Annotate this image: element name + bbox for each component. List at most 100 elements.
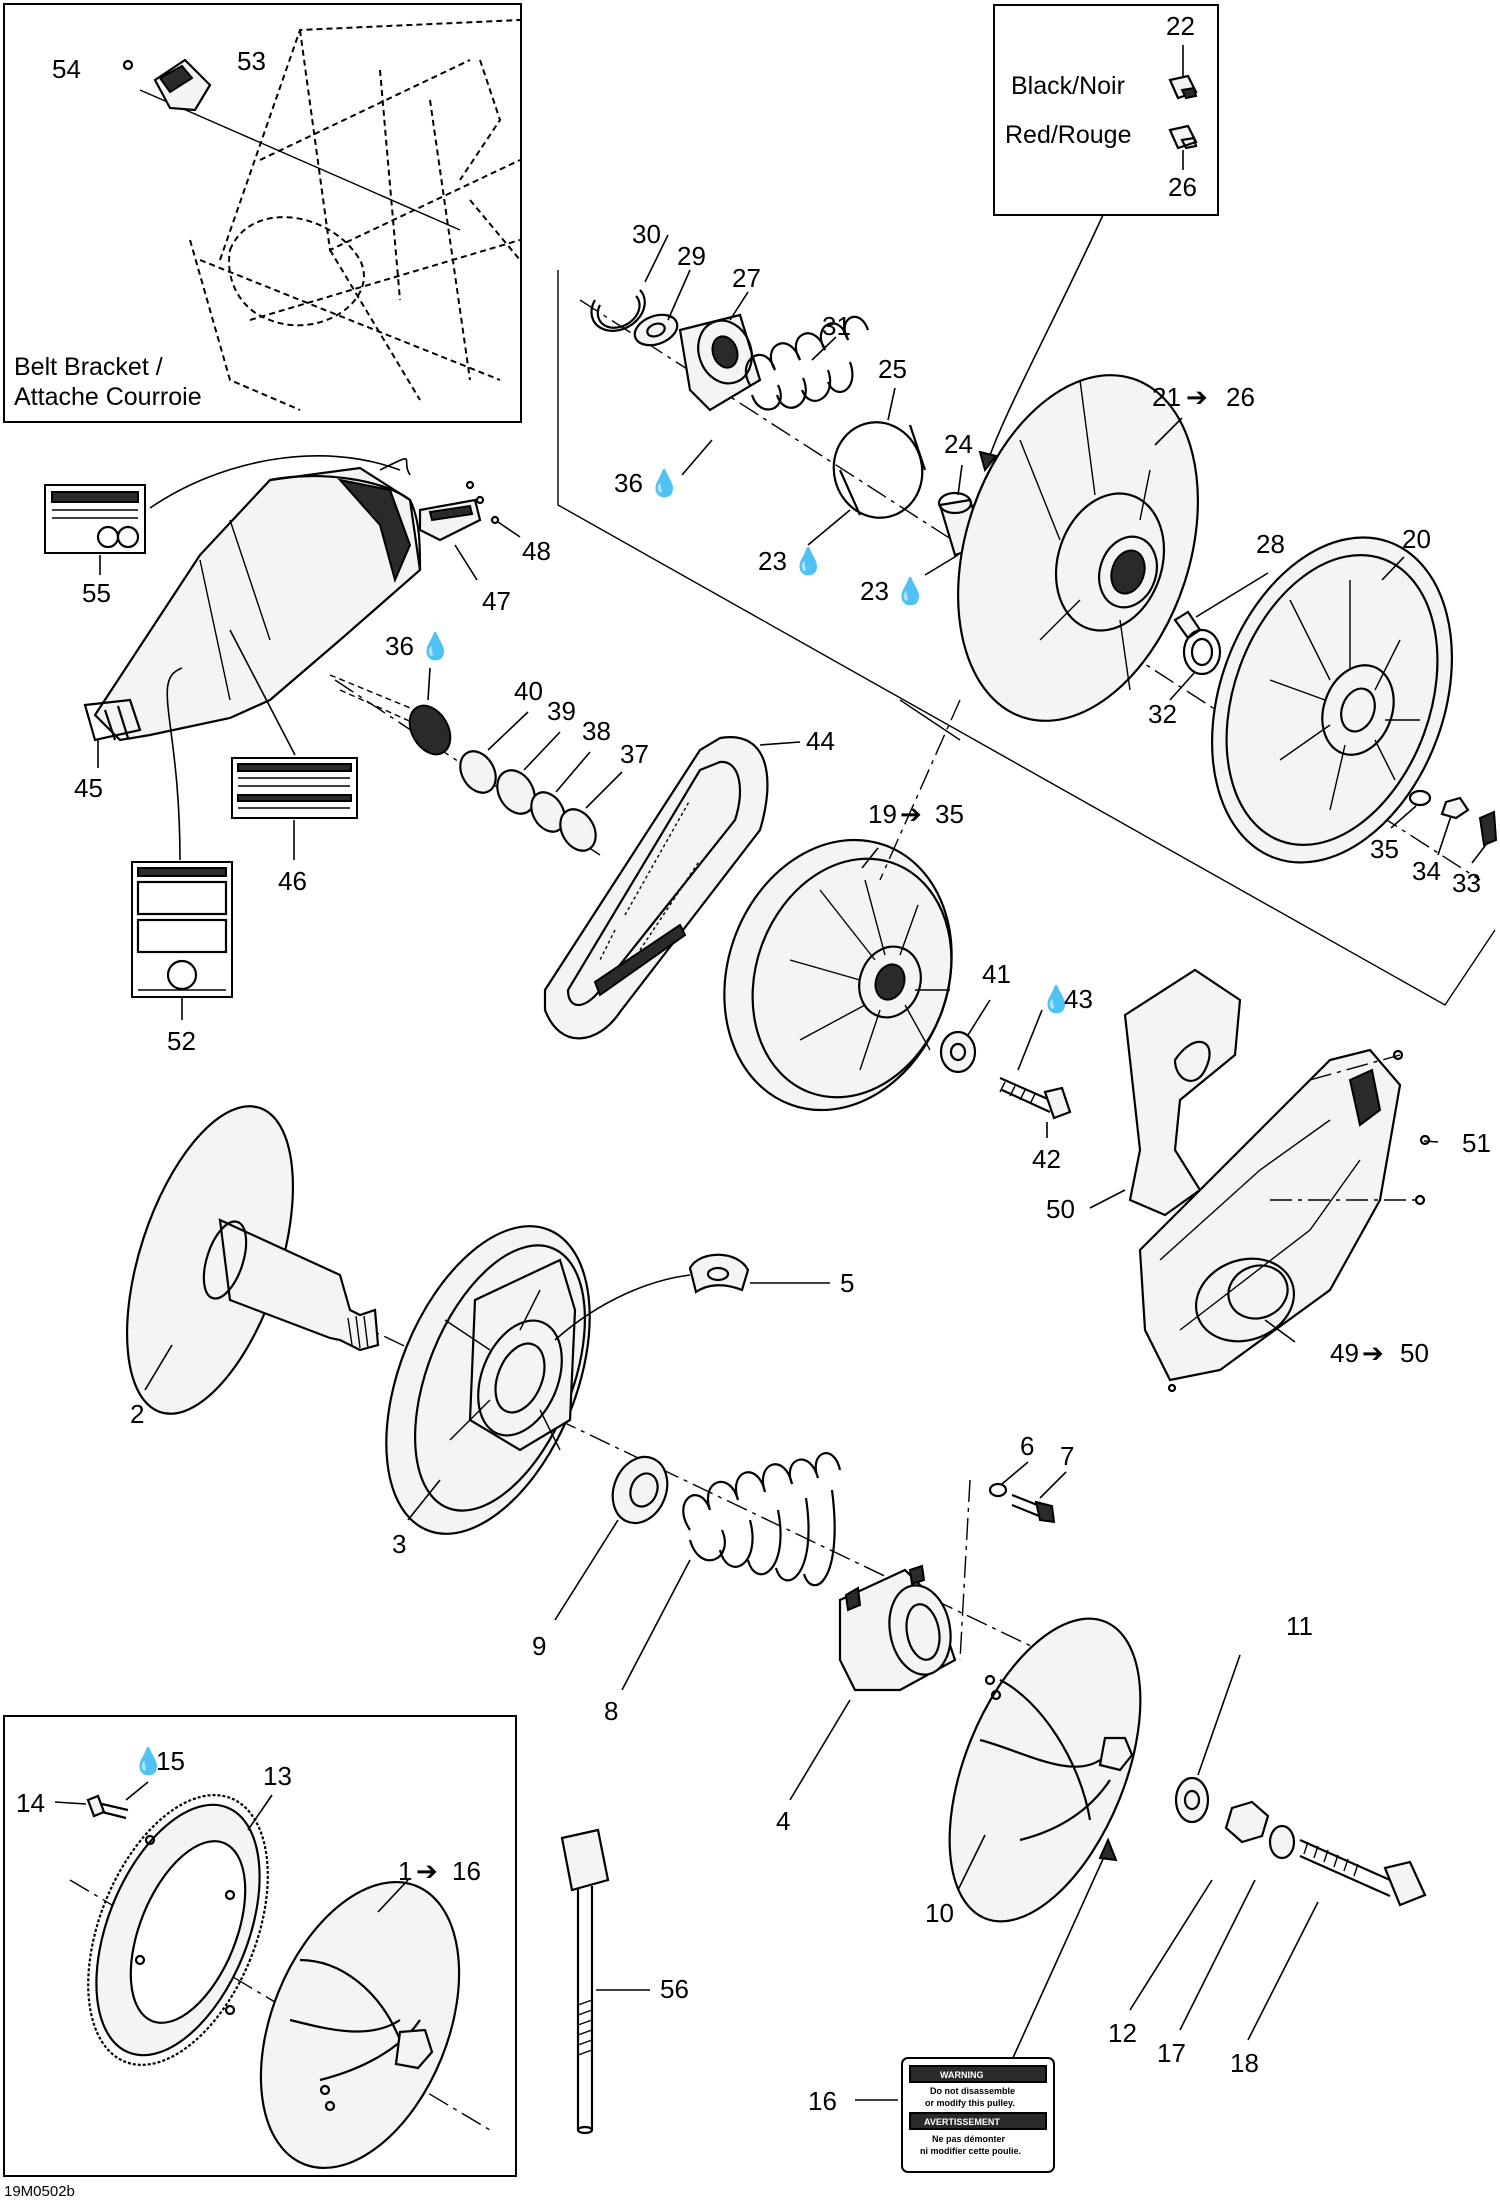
callout-56: 56 <box>660 1974 689 2004</box>
callout-12: 12 <box>1108 2018 1137 2048</box>
movable-sheave-3 <box>385 1225 591 1535</box>
callout-9: 9 <box>532 1631 546 1661</box>
drive-inset-frame <box>3 1715 517 2177</box>
plate-9 <box>611 1455 669 1525</box>
pulley-19-axis <box>879 699 961 881</box>
screw-48a <box>465 480 475 490</box>
callout-40: 40 <box>514 676 543 706</box>
leader-38 <box>555 751 591 793</box>
inset-caption-line-2: Attache Courroie <box>14 383 202 411</box>
leader-20 <box>1381 556 1405 581</box>
leader-16-arrow <box>1011 1847 1109 2061</box>
screw-33 <box>1478 810 1498 847</box>
belt-guard-group <box>44 455 521 1020</box>
clip-47 <box>418 498 482 542</box>
callout-7: 7 <box>1060 1441 1074 1471</box>
red-weight-icon <box>1168 124 1198 150</box>
color-code-box: Black/Noir Red/Rouge 22 26 <box>993 4 1219 216</box>
belt-bracket-part <box>153 58 212 112</box>
screw-51a <box>1392 1049 1404 1061</box>
leader-40 <box>487 711 529 751</box>
arrow-icon-21: ➔ <box>1186 382 1208 412</box>
callout-21: 21 <box>1152 382 1181 412</box>
cvt-cover-49 <box>1138 1048 1402 1382</box>
belt-bracket-line <box>139 89 461 231</box>
washer-32 <box>1182 628 1222 676</box>
drop-icon-15: 💧 <box>132 1746 164 1776</box>
callout-52: 52 <box>167 1026 196 1056</box>
warning-title: WARNING <box>940 2070 984 2080</box>
drive-belt-44 <box>543 736 769 1040</box>
movable-sheave-20 <box>1210 536 1454 864</box>
warning-text-1: Do not disassemble <box>930 2086 1015 2096</box>
driven-group-bracket <box>899 699 961 741</box>
callout-35: 35 <box>1370 834 1399 864</box>
callout-4: 4 <box>776 1806 790 1836</box>
callout-38: 38 <box>582 716 611 746</box>
avert-text-2: ni modifier cette poulie. <box>920 2146 1021 2156</box>
callout-41: 41 <box>982 959 1011 989</box>
leader-46-long <box>229 629 296 756</box>
drive-pulley-group <box>125 1105 1427 2061</box>
callout-5: 5 <box>840 1268 854 1298</box>
leader-14 <box>54 1801 87 1805</box>
leader-23a <box>807 509 851 546</box>
callout-8: 8 <box>604 1696 618 1726</box>
leader-49 <box>1264 1319 1296 1343</box>
callout-36-shaft: 36 <box>385 631 414 661</box>
callout-32: 32 <box>1148 699 1177 729</box>
driven-pulley-group <box>557 214 1498 1006</box>
leader-33 <box>1471 841 1489 864</box>
bolt-14 <box>86 1794 129 1820</box>
arrow-icon-19: ➔ <box>900 799 922 829</box>
leader-30 <box>644 234 669 283</box>
leader-51 <box>1423 1140 1439 1143</box>
screw-51d <box>1167 1383 1177 1393</box>
nut-12 <box>1224 1800 1270 1844</box>
fixed-sheave-2 <box>125 1105 380 1415</box>
belt-bracket-inset: Belt Bracket / Attache Courroie <box>3 3 522 423</box>
leader-47 <box>454 544 478 581</box>
callout-50: 50 <box>1046 1194 1075 1224</box>
callout-46: 46 <box>278 866 307 896</box>
screw-48c <box>490 515 500 525</box>
decal-46 <box>231 757 358 819</box>
spring-8 <box>682 1452 842 1587</box>
bolt-42 <box>999 1076 1072 1120</box>
spring-31 <box>744 315 870 411</box>
color-code-frame <box>993 4 1219 216</box>
leader-55-curve <box>149 455 401 509</box>
avert-text-1: Ne pas démonter <box>932 2134 1006 2144</box>
drive-pulley-inset <box>3 1715 517 2177</box>
washer-32-hole <box>1190 637 1214 667</box>
leader-24 <box>957 464 963 496</box>
shim-38 <box>530 791 566 833</box>
leader-28 <box>1195 572 1269 618</box>
leader-31 <box>811 336 837 361</box>
leader-23b <box>924 554 959 576</box>
callout-25: 25 <box>878 354 907 384</box>
drop-icon-36-shaft: 💧 <box>419 631 451 661</box>
screw-51b <box>1419 1134 1431 1146</box>
leader-52-long <box>166 667 183 861</box>
diagram-id: 19M0502b <box>4 2183 75 2200</box>
washer-41 <box>939 1030 977 1074</box>
shim-39 <box>496 769 536 815</box>
fixed-sheave-21 <box>957 374 1199 722</box>
drop-icon-36-top: 💧 <box>648 468 680 498</box>
roller-5 <box>688 1253 750 1294</box>
decal-52 <box>131 861 233 998</box>
leader-50 <box>1089 1189 1126 1209</box>
leader-6 <box>1001 1461 1029 1485</box>
leader-19 <box>861 847 879 869</box>
driven-group-boundary <box>557 270 1496 1006</box>
callout-49: 49 <box>1330 1338 1359 1368</box>
nut-34 <box>1440 796 1470 820</box>
cover-screw-axes <box>1270 1054 1420 1201</box>
screw-51c <box>1414 1194 1426 1206</box>
leader-36-shaft <box>427 667 431 701</box>
callout-53: 53 <box>237 46 266 76</box>
callout-23a: 23 <box>758 546 787 576</box>
callout-37: 37 <box>620 739 649 769</box>
belt-and-spacers-group <box>329 667 801 1040</box>
